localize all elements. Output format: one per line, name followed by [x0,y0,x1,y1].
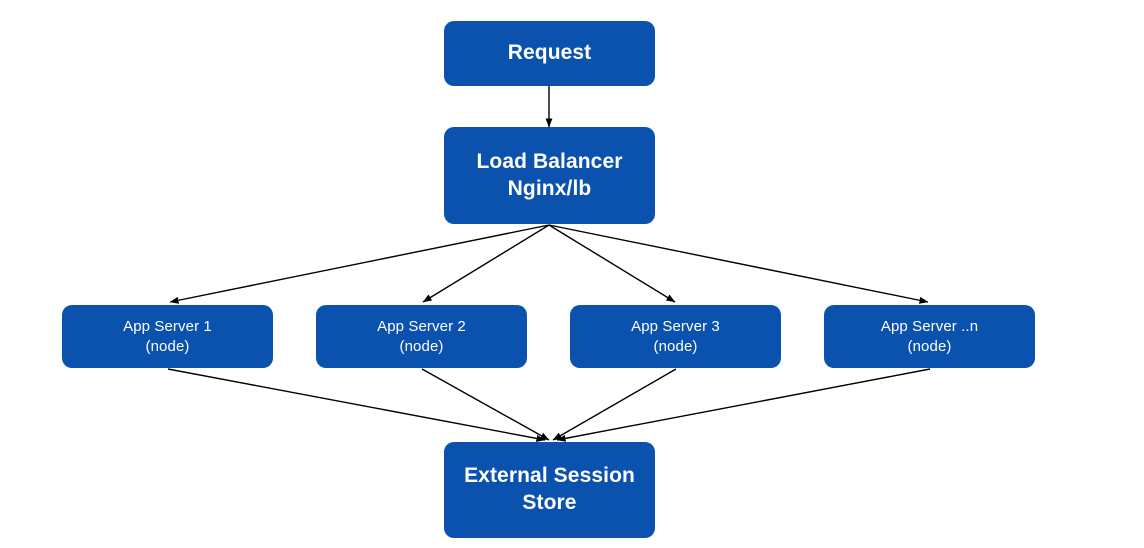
node-request-label: Request [507,41,592,65]
connector-app-server-n-to-store [556,368,931,442]
node-app-server-n-label: App Server ..n [880,318,979,336]
node-app-server-3[interactable]: App Server 3 (node) [570,305,781,368]
connector-app-server-3-to-store [552,368,677,441]
node-app-server-2-label: App Server 2 [377,318,466,336]
connector-load-balancer-to-app-server-2 [422,224,550,303]
node-external-session-store-label: External Session [464,464,635,488]
connector-app-server-1-to-store [167,368,546,442]
connector-app-server-2-to-store [421,368,550,441]
node-load-balancer-label: Load Balancer [476,149,623,173]
node-app-server-n-sublabel: (node) [907,337,952,355]
node-load-balancer[interactable]: Load Balancer Nginx/lb [444,127,655,224]
node-app-server-2-sublabel: (node) [399,337,444,355]
node-request[interactable]: Request [444,21,655,86]
node-app-server-n[interactable]: App Server ..n (node) [824,305,1035,368]
node-load-balancer-sublabel: Nginx/lb [507,176,592,200]
connector-load-balancer-to-app-server-3 [548,224,676,303]
node-external-session-store[interactable]: External Session Store [444,442,655,538]
node-external-session-store-sublabel: Store [522,491,577,514]
connector-load-balancer-to-app-server-1 [169,224,550,304]
node-app-server-1-sublabel: (node) [145,337,190,355]
connector-load-balancer-to-app-server-n [548,224,929,304]
node-app-server-1[interactable]: App Server 1 (node) [62,305,273,368]
node-app-server-3-label: App Server 3 [631,318,720,336]
node-app-server-3-sublabel: (node) [653,337,698,355]
node-app-server-1-label: App Server 1 [123,318,212,336]
node-app-server-2[interactable]: App Server 2 (node) [316,305,527,368]
